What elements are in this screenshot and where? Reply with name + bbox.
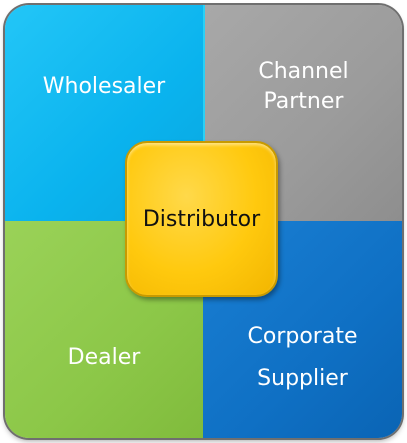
channel-partner-text: Channel Partner xyxy=(258,57,348,116)
channel-partner-label-line1: Channel xyxy=(258,59,349,85)
wholesaler-label: Wholesaler xyxy=(42,74,166,100)
distributor-label: Distributor xyxy=(142,206,261,232)
corporate-supplier-text: Corporate Supplier xyxy=(248,316,358,400)
channel-partner-label-line2: Partner xyxy=(263,89,344,114)
corporate-supplier-label-line2: Supplier xyxy=(257,365,348,391)
corporate-supplier-label-line1: Corporate xyxy=(247,323,358,349)
center-distributor-box: Distributor xyxy=(125,141,278,297)
dealer-label: Dealer xyxy=(67,344,141,370)
